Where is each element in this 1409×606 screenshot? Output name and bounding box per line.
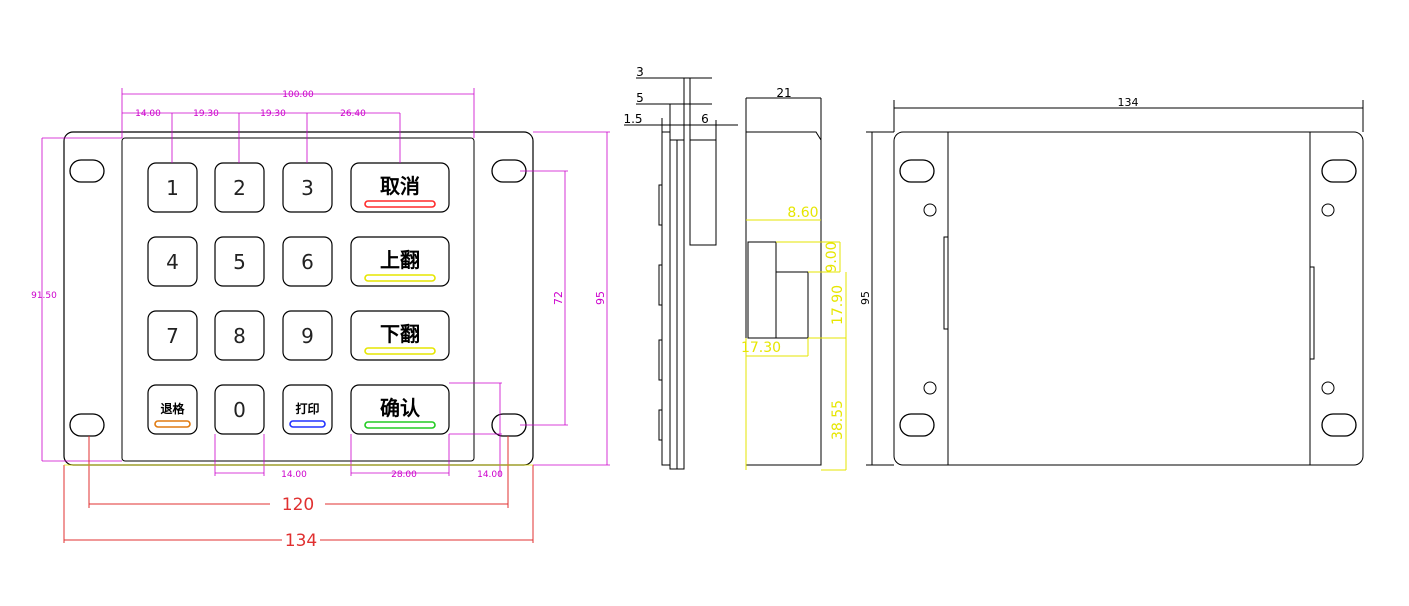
key-4[interactable]: 4 xyxy=(147,236,198,287)
key-label: 3 xyxy=(301,176,314,200)
dim-profile-d1: 8.60 xyxy=(787,205,818,221)
key-1[interactable]: 1 xyxy=(147,162,198,213)
key-color-bar xyxy=(364,274,436,282)
dim-top-d2: 19.30 xyxy=(193,109,219,119)
key-color-bar xyxy=(364,200,436,208)
key-color-bar xyxy=(289,420,326,428)
key-label: 0 xyxy=(233,398,246,422)
dim-side-d: 6 xyxy=(701,112,709,126)
key-label: 取消 xyxy=(380,174,420,198)
key-6[interactable]: 6 xyxy=(282,236,333,287)
key-label: 7 xyxy=(166,324,179,348)
key-label: 下翻 xyxy=(380,322,420,346)
key-cancel[interactable]: 取消 xyxy=(350,162,450,213)
key-label: 9 xyxy=(301,324,314,348)
key-0[interactable]: 0 xyxy=(214,384,265,435)
dim-side-b: 5 xyxy=(636,91,644,105)
back-view xyxy=(866,100,1364,466)
key-2[interactable]: 2 xyxy=(214,162,265,213)
dim-right-inner: 72 xyxy=(552,291,565,305)
front-keypad-area xyxy=(121,137,475,462)
key-label: 确认 xyxy=(380,396,421,420)
dim-side-c: 1.5 xyxy=(623,112,642,126)
key-page-down[interactable]: 下翻 xyxy=(350,310,450,361)
key-print[interactable]: 打印 xyxy=(282,384,333,435)
dim-hole-span: 120 xyxy=(282,495,314,515)
dim-top-d4: 26.40 xyxy=(340,109,366,119)
side-profile-view xyxy=(745,97,847,471)
key-9[interactable]: 9 xyxy=(282,310,333,361)
key-backspace[interactable]: 退格 xyxy=(147,384,198,435)
dim-top-total: 100.00 xyxy=(282,90,314,100)
key-label: 打印 xyxy=(295,401,319,416)
dim-profile-d4: 17.30 xyxy=(741,340,781,356)
key-color-bar xyxy=(364,347,436,355)
front-magenta-dims xyxy=(41,88,610,476)
dim-bottom-c: 14.00 xyxy=(477,470,503,480)
key-8[interactable]: 8 xyxy=(214,310,265,361)
key-7[interactable]: 7 xyxy=(147,310,198,361)
key-label: 8 xyxy=(233,324,246,348)
dim-total-width: 134 xyxy=(285,531,317,551)
key-label: 5 xyxy=(233,250,246,274)
mount-slot-tl xyxy=(69,159,105,183)
key-label: 退格 xyxy=(160,401,185,416)
key-5[interactable]: 5 xyxy=(214,236,265,287)
key-confirm[interactable]: 确认 xyxy=(350,384,450,435)
dim-top-d3: 19.30 xyxy=(260,109,286,119)
key-label: 4 xyxy=(166,250,179,274)
dim-profile-d5: 38.55 xyxy=(830,400,846,440)
key-color-bar xyxy=(364,421,436,429)
key-color-bar xyxy=(154,420,191,428)
dim-back-width: 134 xyxy=(1118,96,1139,109)
dim-profile-d2: 9.00 xyxy=(824,241,840,272)
dim-left-height: 91.50 xyxy=(31,291,57,301)
dim-top-d1: 14.00 xyxy=(135,109,161,119)
front-view: 1 2 3 取消 4 5 6 上翻 xyxy=(31,88,610,551)
key-3[interactable]: 3 xyxy=(282,162,333,213)
key-label: 2 xyxy=(233,176,246,200)
key-label: 1 xyxy=(166,176,179,200)
dim-back-height: 95 xyxy=(859,291,872,305)
key-page-up[interactable]: 上翻 xyxy=(350,236,450,287)
dim-right-outer: 95 xyxy=(594,291,607,305)
dim-side-a: 3 xyxy=(636,65,644,79)
dim-bottom-b: 28.00 xyxy=(391,470,417,480)
dim-bottom-a: 14.00 xyxy=(281,470,307,480)
mount-slot-bl xyxy=(69,413,105,437)
front-red-dims xyxy=(63,436,534,543)
side-thin-view xyxy=(624,77,738,470)
key-label: 上翻 xyxy=(380,248,420,272)
key-label: 6 xyxy=(301,250,314,274)
dim-profile-top: 21 xyxy=(776,86,791,100)
dim-profile-d3: 17.90 xyxy=(830,285,846,325)
